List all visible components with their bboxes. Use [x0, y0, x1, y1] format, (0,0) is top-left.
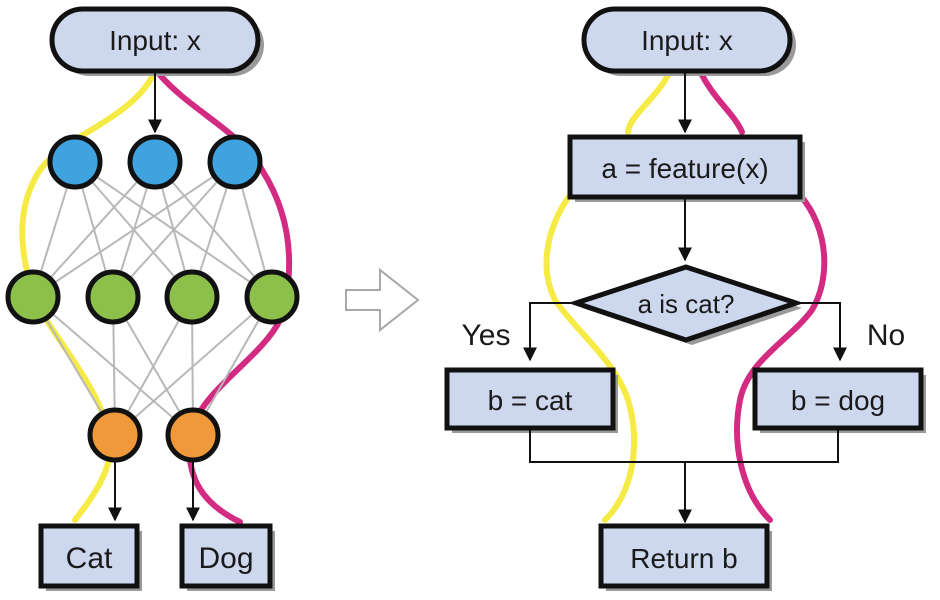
fc-return-label: Return b [630, 543, 737, 574]
nn-output-cat-label: Cat [66, 542, 113, 575]
nn-output-cat: Cat [38, 523, 142, 591]
fc-decision: a is cat? [568, 264, 804, 345]
nn-hidden-layer-node-4 [244, 269, 300, 325]
fc-input-label: Input: x [641, 25, 733, 56]
fc-input-node: Input: x [581, 6, 796, 76]
fc-no-step-label: b = dog [791, 385, 885, 416]
nn-input-node: Input: x [49, 6, 264, 76]
nn-hidden-layer-node-3 [164, 269, 220, 325]
fc-return-step: Return b [598, 523, 772, 591]
nn-output-layer-node-2 [165, 407, 221, 463]
nn-output-layer-node-1 [87, 407, 143, 463]
fc-no-label: No [867, 319, 905, 352]
fc-yes-label: Yes [462, 319, 511, 352]
nn-output-dog: Dog [179, 523, 275, 591]
fc-yellow-path [543, 72, 671, 523]
nn-input-layer-node-2 [127, 134, 183, 190]
fc-yes-arrow [523, 302, 576, 362]
fc-no-arrow [796, 302, 847, 362]
nn-hidden-output-edges [32, 296, 273, 436]
fc-yes-step-label: b = cat [488, 385, 573, 416]
nn-input-layer-node-3 [207, 134, 263, 190]
fc-feature-label: a = feature(x) [601, 153, 768, 184]
neural-network: Input: x Cat Dog [5, 6, 300, 591]
hollow-right-arrow-icon [345, 267, 420, 333]
fc-yes-step: b = cat [444, 367, 618, 433]
fc-merge-line [529, 430, 839, 463]
nn-input-label: Input: x [109, 25, 201, 56]
nn-output-dog-label: Dog [198, 542, 253, 575]
fc-decision-label: a is cat? [638, 289, 735, 319]
fc-magenta-path [699, 72, 828, 523]
nn-input-layer-node-1 [47, 134, 103, 190]
nn-hidden-layer-node-1 [5, 269, 61, 325]
fc-feature-step: a = feature(x) [567, 134, 805, 202]
flowchart: Input: x a = feature(x) a is cat? Yes No… [444, 6, 926, 591]
nn-hidden-layer-node-2 [85, 269, 141, 325]
fc-no-step: b = dog [752, 367, 926, 433]
